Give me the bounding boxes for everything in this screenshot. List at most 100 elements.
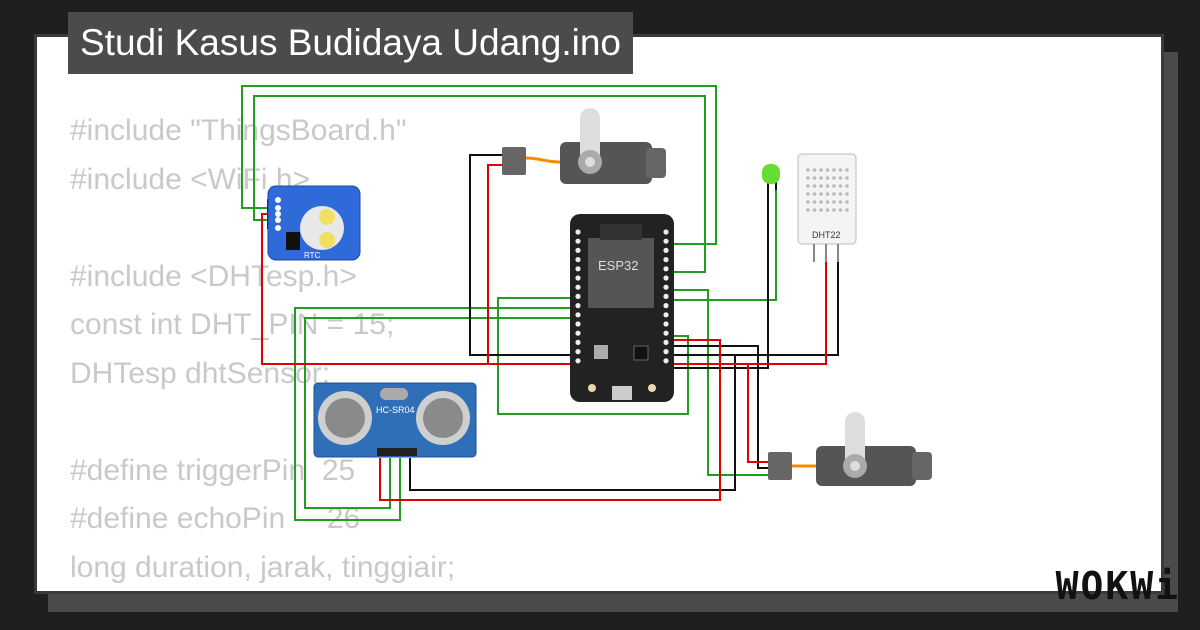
dht-vent-hole (838, 192, 843, 196)
dht-label: DHT22 (812, 230, 841, 240)
esp32-pin (575, 247, 581, 253)
esp32-pin (663, 247, 669, 253)
wire-green (497, 297, 689, 415)
dht-vent-hole (845, 200, 849, 204)
servo-connector (768, 452, 792, 480)
dht-vent-hole (806, 176, 810, 180)
esp32-pin-headers (575, 229, 669, 364)
esp32-pin (575, 266, 581, 272)
dht-vent-hole (838, 208, 843, 212)
dht-vent-hole (819, 176, 823, 180)
dht-vent-hole (845, 208, 849, 212)
wire-black (664, 345, 770, 469)
dht-vent-hole (812, 176, 817, 180)
dht-vent-hole (838, 176, 843, 180)
wire-black (469, 154, 580, 356)
dht-vent-hole (812, 200, 817, 204)
esp32-chip (588, 238, 654, 308)
wire-green (664, 289, 770, 476)
dht-vent-grid (806, 168, 849, 212)
dht-vent-hole (806, 208, 810, 212)
esp32-pin (663, 266, 669, 272)
servo-motor-bottom[interactable] (768, 412, 932, 486)
rtc-chip-label: DS1307 (304, 262, 322, 268)
dht-vent-hole (825, 192, 830, 196)
dht-vent-hole (838, 184, 843, 188)
esp32-pin (575, 293, 581, 299)
wire-red (748, 262, 827, 365)
dht-vent-hole (832, 184, 836, 188)
esp32-pin (575, 284, 581, 290)
dht-vent-hole (845, 176, 849, 180)
esp32-pin (575, 303, 581, 309)
esp32-pin (575, 349, 581, 355)
wokwi-logo: WOKWi (1055, 564, 1180, 608)
dht-vent-hole (819, 208, 823, 212)
esp32-pin (663, 293, 669, 299)
esp32-pin (663, 284, 669, 290)
esp32-pin (575, 238, 581, 244)
code-line: const int DHT_PIN = 15; (70, 308, 395, 341)
dht22-sensor[interactable]: DHT22 (797, 153, 857, 262)
code-line: #include <DHTesp.h> (70, 259, 357, 293)
dht-vent-hole (806, 200, 810, 204)
servo-horn (580, 108, 600, 160)
wire-red (487, 164, 505, 364)
esp32-pin (663, 321, 669, 327)
dht-vent-hole (812, 192, 817, 196)
dht-vent-hole (845, 192, 849, 196)
green-led[interactable] (762, 164, 780, 190)
esp32-pin (663, 312, 669, 318)
dht-vent-hole (812, 184, 817, 188)
rtc-pin-headers (275, 197, 281, 231)
esp32-pin (663, 229, 669, 235)
esp32-pin (663, 303, 669, 309)
esp32-pin (663, 358, 669, 364)
dht-vent-hole (832, 208, 836, 212)
wire-red (379, 339, 721, 501)
esp32-pin (663, 275, 669, 281)
dht-vent-hole (838, 200, 843, 204)
esp32-pin (575, 330, 581, 336)
servo-horn (845, 412, 865, 465)
dht-vent-hole (838, 168, 843, 172)
rtc-label: RTC (304, 251, 321, 260)
dht-vent-hole (806, 192, 810, 196)
dht-vent-hole (832, 176, 836, 180)
hc-sr04-ultrasonic[interactable]: HC-SR04 (313, 382, 477, 458)
dht-vent-hole (845, 184, 849, 188)
esp32-pin (663, 238, 669, 244)
ultrasonic-label: HC-SR04 (376, 405, 415, 415)
esp32-pin (575, 229, 581, 235)
servo-motor-top[interactable] (502, 108, 666, 184)
dht-vent-hole (845, 168, 849, 172)
dht-vent-hole (832, 192, 836, 196)
code-line: #include "ThingsBoard.h" (70, 114, 407, 147)
dht-vent-hole (832, 168, 836, 172)
dht-vent-hole (825, 184, 830, 188)
esp32-pin (663, 339, 669, 345)
dht-vent-hole (832, 200, 836, 204)
dht-vent-hole (825, 200, 830, 204)
wire-black (664, 262, 839, 356)
esp32-pin (575, 275, 581, 281)
esp32-pin (575, 358, 581, 364)
dht-vent-hole (825, 176, 830, 180)
esp32-pin (663, 330, 669, 336)
dht-vent-hole (806, 184, 810, 188)
wire-green (664, 190, 777, 301)
dht-vent-hole (812, 168, 817, 172)
esp32-pin (663, 349, 669, 355)
code-line: #include <WiFi.h> (70, 162, 311, 196)
dht-vent-hole (806, 168, 810, 172)
wire-green (241, 85, 717, 245)
wire-black (664, 190, 769, 369)
wire-green (304, 317, 580, 509)
rtc-module[interactable]: RTC DS1307 (267, 185, 361, 268)
rtc-chip (286, 232, 300, 250)
dht-vent-hole (825, 168, 830, 172)
esp32-board[interactable]: ESP32 (570, 214, 674, 402)
esp32-pin (575, 321, 581, 327)
dht-vent-hole (819, 168, 823, 172)
